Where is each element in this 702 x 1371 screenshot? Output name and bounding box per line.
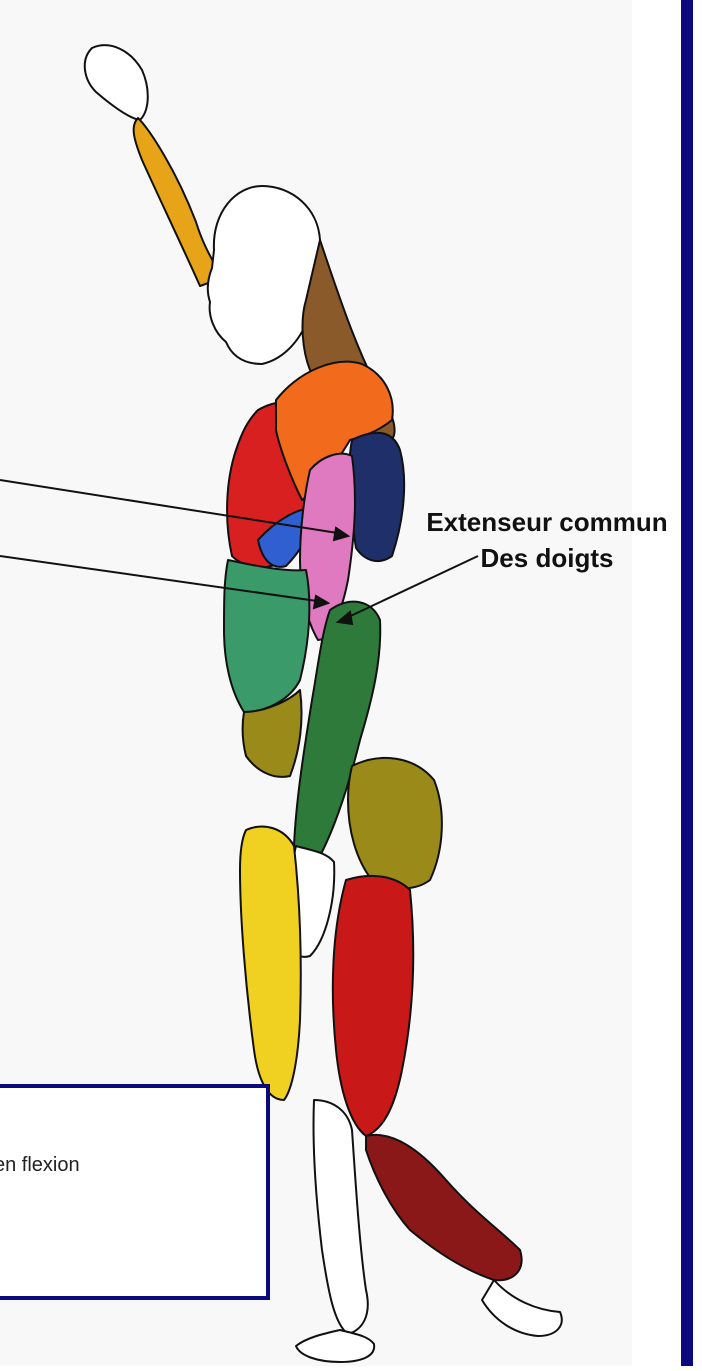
muscle-label-line1: Extenseur commun <box>402 504 692 540</box>
calf-muscle <box>366 1135 522 1280</box>
front-foot <box>296 1330 374 1362</box>
blue-border-rule <box>681 0 693 1366</box>
raised-hand <box>85 45 148 120</box>
note-text: en flexion <box>0 1154 80 1177</box>
hamstring-muscles <box>333 876 413 1136</box>
back-foot <box>482 1280 562 1336</box>
quadriceps-muscle <box>240 827 301 1100</box>
latissimus-muscle <box>224 560 309 712</box>
lower-leg <box>313 1100 367 1334</box>
gluteus-muscle <box>348 758 442 888</box>
note-box: en flexion <box>0 1084 270 1300</box>
raised-forearm-muscle <box>134 118 222 286</box>
muscle-label-line2: Des doigts <box>402 540 692 576</box>
triceps-muscle <box>349 433 404 561</box>
muscle-label-extenseur: Extenseur commun Des doigts <box>402 504 692 576</box>
